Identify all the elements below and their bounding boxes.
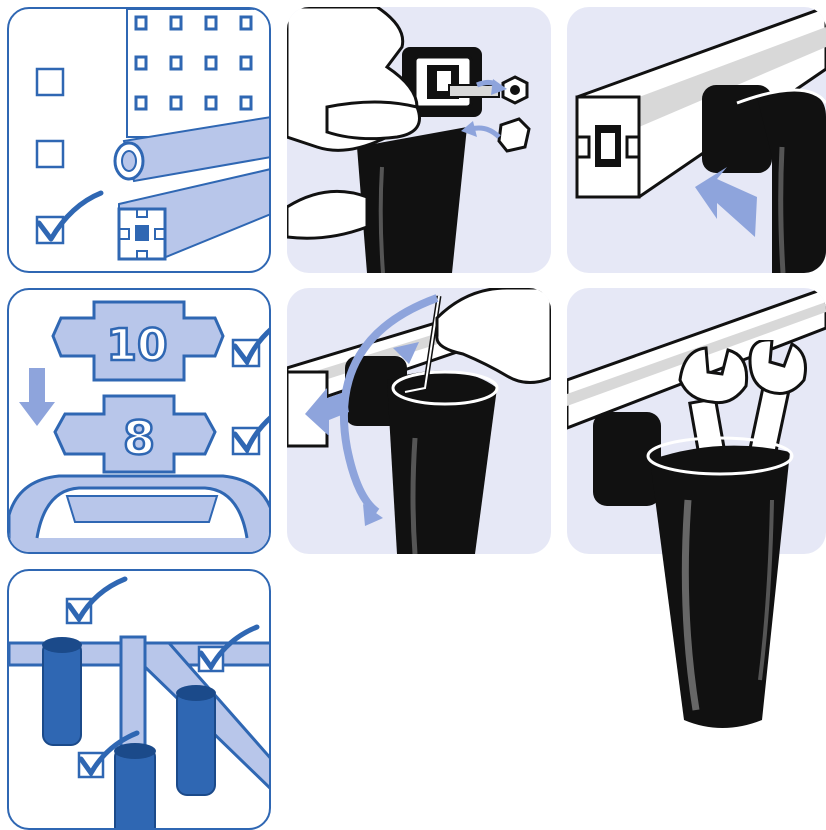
holder-blue xyxy=(42,637,82,745)
checkbox-icon xyxy=(37,69,63,95)
slot-size-8-label: 8 xyxy=(123,411,155,465)
checkbox-icon xyxy=(37,141,63,167)
slot-size-illustration: 10 8 xyxy=(9,290,271,554)
frame-illustration xyxy=(9,571,271,830)
aluminium-profile xyxy=(119,169,271,259)
panel-slot-sizes: 10 8 xyxy=(7,288,271,554)
panel-multiple-holders xyxy=(7,569,271,830)
panel-tighten-hex-key xyxy=(287,288,551,554)
holder-blue xyxy=(176,685,216,795)
slide-illustration xyxy=(567,7,826,273)
holder-body xyxy=(757,90,826,273)
panel-compatibility xyxy=(7,7,271,273)
checkmark-icon xyxy=(235,398,271,450)
checkmark-icon xyxy=(235,310,271,362)
panel-slide-onto-profile xyxy=(567,7,826,273)
tool-holder-with-wrenches xyxy=(600,340,820,780)
arrow-icon xyxy=(19,368,55,426)
arrow-icon xyxy=(695,167,757,237)
holder-blue xyxy=(114,743,156,830)
attach-nut-illustration xyxy=(287,7,551,273)
compatibility-illustration xyxy=(9,9,271,273)
slot-size-10: 10 xyxy=(53,302,223,380)
hand xyxy=(437,288,551,383)
pegboard xyxy=(127,9,271,137)
holder-body xyxy=(357,127,467,273)
nut-icon xyxy=(499,119,529,151)
tighten-illustration xyxy=(287,288,551,554)
slot-size-10-label: 10 xyxy=(106,320,167,371)
panel-attach-nut xyxy=(287,7,551,273)
slot-size-8: 8 xyxy=(55,396,215,472)
